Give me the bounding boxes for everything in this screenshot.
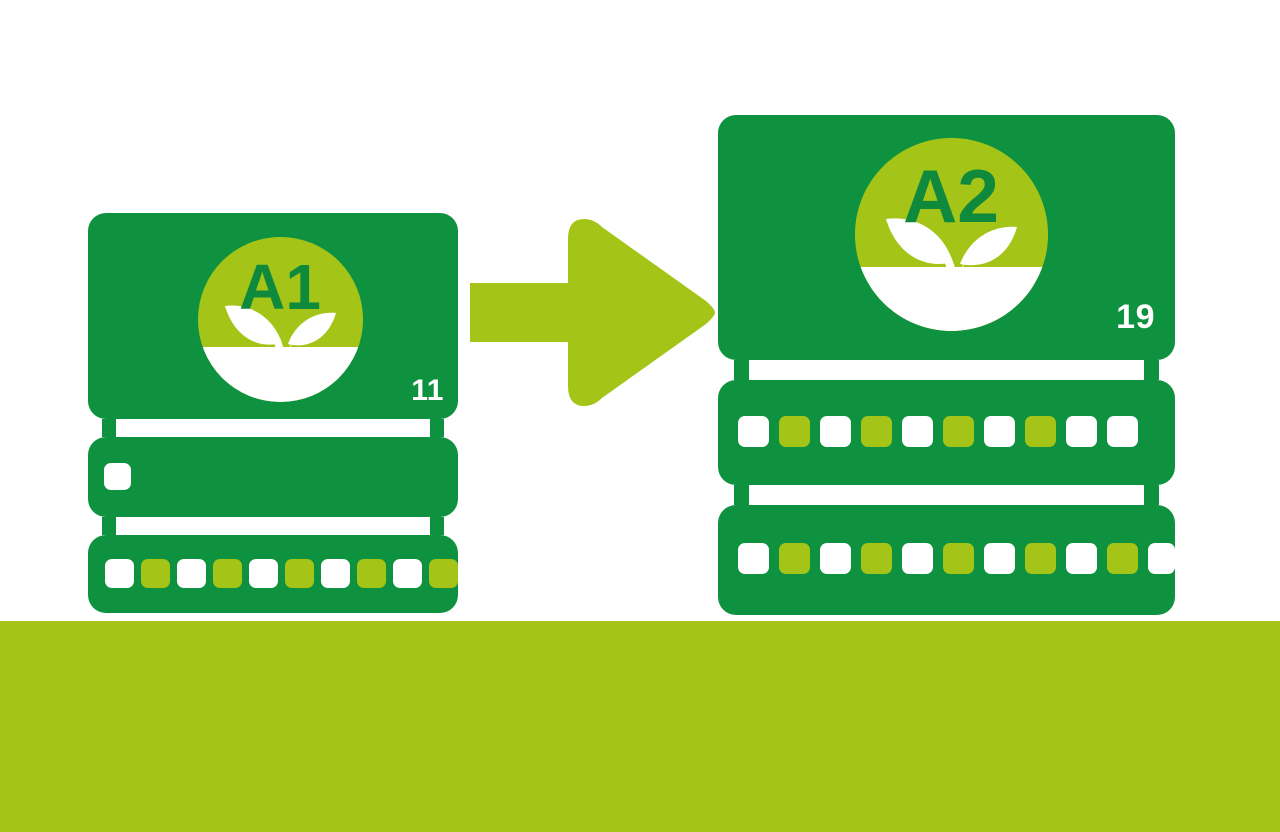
a2-bottom-slot-10[interactable] [1107,543,1138,574]
a2-middle-slot-4[interactable] [861,416,892,447]
a2-bottom-slot-6[interactable] [943,543,974,574]
a2-bottom-slot-4[interactable] [861,543,892,574]
a1-middle-slot[interactable] [104,463,131,490]
a2-middle-slot-5[interactable] [902,416,933,447]
ground-band [0,621,1280,832]
a2-middle-slot-9[interactable] [1066,416,1097,447]
server-a1[interactable]: A1 A1 11 [88,213,458,613]
a2-badge: A2 A2 [855,138,1048,331]
a2-middle-slot-1[interactable] [738,416,769,447]
a2-middle-slot-10[interactable] [1107,416,1138,447]
a1-notch-left-bottom [102,517,116,535]
a1-bottom-slot-10[interactable] [429,559,458,588]
a2-notch-left-bottom [734,485,749,505]
a1-notch-right-top [430,419,444,437]
a1-bottom-unit[interactable] [88,535,458,613]
page-title: Server capacity upgrade from A1 to A2 [0,21,1,22]
a2-middle-slot-8[interactable] [1025,416,1056,447]
a2-bottom-slot-1[interactable] [738,543,769,574]
a1-bottom-slot-1[interactable] [105,559,134,588]
a1-bottom-slot-5[interactable] [249,559,278,588]
a1-bottom-slot-3[interactable] [177,559,206,588]
a1-bottom-slot-6[interactable] [285,559,314,588]
a1-unit-number: 11 [411,374,444,407]
a1-bottom-slot-8[interactable] [357,559,386,588]
a2-middle-unit[interactable] [718,380,1175,485]
a1-head-unit[interactable]: A1 A1 11 [88,213,458,419]
a2-bottom-slot-11[interactable] [1148,543,1175,574]
a1-bottom-slot-7[interactable] [321,559,350,588]
a2-bottom-slot-9[interactable] [1066,543,1097,574]
a2-notch-right-bottom [1144,485,1159,505]
a2-middle-slot-7[interactable] [984,416,1015,447]
a2-bottom-slot-8[interactable] [1025,543,1056,574]
arrow-shape [470,219,715,406]
a2-notch-right-top [1144,360,1159,380]
a1-middle-unit[interactable] [88,437,458,517]
a1-badge-text: A1 [239,251,321,323]
a1-bottom-slot-4[interactable] [213,559,242,588]
a2-bottom-slot-7[interactable] [984,543,1015,574]
a2-head-unit[interactable]: A2 A2 19 [718,115,1175,360]
a2-bottom-unit[interactable] [718,505,1175,615]
a1-badge: A1 A1 [198,237,363,402]
a2-bottom-slot-5[interactable] [902,543,933,574]
a2-bottom-slot-3[interactable] [820,543,851,574]
a1-notch-right-bottom [430,517,444,535]
a2-notch-left-top [734,360,749,380]
a2-middle-slot-2[interactable] [779,416,810,447]
a2-bottom-slot-2[interactable] [779,543,810,574]
a2-badge-text: A2 [903,154,999,238]
server-a2[interactable]: A2 A2 19 [718,115,1175,615]
a1-bottom-slot-9[interactable] [393,559,422,588]
a2-unit-number: 19 [1116,298,1155,336]
a2-middle-slot-6[interactable] [943,416,974,447]
a1-bottom-slot-2[interactable] [141,559,170,588]
upgrade-arrow [470,215,715,410]
a1-notch-left-top [102,419,116,437]
a2-middle-slot-3[interactable] [820,416,851,447]
